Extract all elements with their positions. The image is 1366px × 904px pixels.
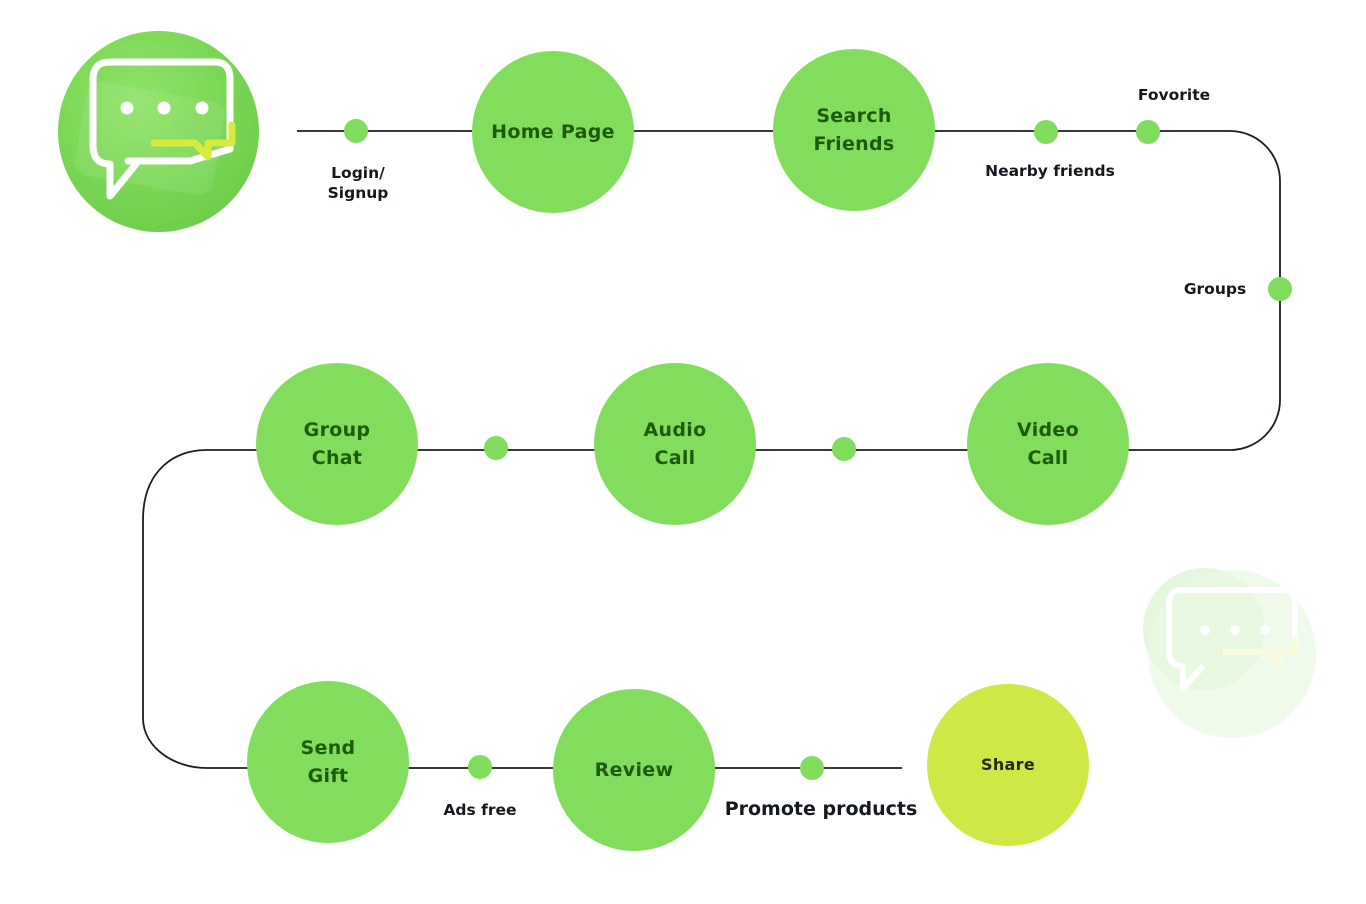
dot-nearby-friends — [1034, 120, 1058, 144]
dot-ads-free — [468, 755, 492, 779]
node-video-call: Video Call — [967, 363, 1129, 525]
node-label-line2: Call — [654, 447, 696, 469]
label-promote-products: Promote products — [724, 798, 918, 820]
node-label-line1: Group — [303, 419, 371, 441]
label-line1: Login/ — [331, 164, 385, 182]
node-audio-call: Audio Call — [594, 363, 756, 525]
chat-bubble-icon — [74, 58, 236, 200]
node-group-chat: Group Chat — [256, 363, 418, 525]
dot-login — [344, 119, 368, 143]
chat-bubble-icon — [1166, 587, 1298, 691]
label-login-signup: Login/ Signup — [317, 163, 399, 203]
node-review: Review — [553, 689, 715, 851]
node-label-line1: Search — [816, 105, 892, 127]
watermark-logo — [1143, 568, 1317, 740]
node-share: Share — [927, 684, 1089, 846]
app-logo — [58, 31, 259, 232]
node-label: Home Page — [491, 121, 615, 143]
node-search-friends: Search Friends — [773, 49, 935, 211]
node-label: Review — [594, 759, 674, 781]
node-label-line2: Chat — [311, 447, 363, 469]
dot-video-audio — [832, 437, 856, 461]
dot-fovorite — [1136, 120, 1160, 144]
node-label-line1: Video — [1017, 419, 1079, 441]
node-label-line2: Call — [1027, 447, 1069, 469]
label-groups: Groups — [1183, 280, 1247, 298]
label-ads-free: Ads free — [443, 801, 517, 819]
label-nearby-friends: Nearby friends — [985, 162, 1115, 180]
connector-path — [142, 130, 1281, 769]
dot-groups — [1268, 277, 1292, 301]
dot-audio-group — [484, 436, 508, 460]
node-home-page: Home Page — [472, 51, 634, 213]
node-label: Share — [981, 755, 1035, 774]
node-label-line1: Send — [300, 737, 356, 759]
node-send-gift: Send Gift — [247, 681, 409, 843]
node-label-line2: Friends — [813, 133, 895, 155]
dot-promote-products — [800, 756, 824, 780]
node-label-line1: Audio — [643, 419, 707, 441]
node-label-line2: Gift — [307, 765, 349, 787]
label-line2: Signup — [327, 184, 389, 202]
label-fovorite: Fovorite — [1137, 86, 1211, 104]
